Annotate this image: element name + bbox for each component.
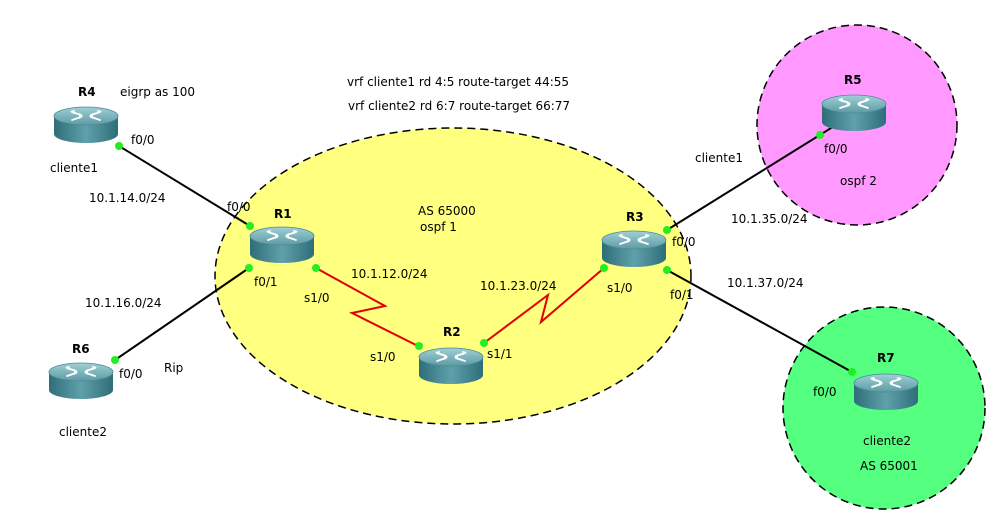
- port-dot: [816, 131, 824, 139]
- r4-interface-label: f0/0: [131, 133, 155, 147]
- r6-interface-label: f0/0: [119, 367, 143, 381]
- port-dot: [848, 368, 856, 376]
- r4-client-label: cliente1: [50, 161, 98, 175]
- router-icon-r7[interactable]: [853, 373, 919, 411]
- r1-f01-label: f0/1: [254, 275, 278, 289]
- link-r6-r1: [114, 267, 250, 361]
- core-as-65000-area: [214, 127, 692, 425]
- port-dot: [663, 226, 671, 234]
- r1-s10-label: s1/0: [304, 291, 330, 305]
- router-icon-r2[interactable]: [418, 347, 484, 385]
- vrf-cliente1-text: vrf cliente1 rd 4:5 route-target 44:55: [347, 75, 569, 89]
- r6-protocol-label: Rip: [164, 361, 183, 375]
- core-as-label: AS 65000: [418, 204, 476, 218]
- router-icon-r5[interactable]: [821, 94, 887, 132]
- router-name-r7: R7: [877, 351, 895, 365]
- r7-client-label: cliente2: [863, 434, 911, 448]
- subnet-r1-r6-label: 10.1.16.0/24: [85, 296, 162, 310]
- router-icon-r6[interactable]: [48, 362, 114, 400]
- port-dot: [111, 356, 119, 364]
- r3-f00-label: f0/0: [672, 235, 696, 249]
- router-name-r1: R1: [274, 207, 292, 221]
- port-dot: [663, 266, 671, 274]
- port-dot: [312, 264, 320, 272]
- router-name-r6: R6: [72, 342, 90, 356]
- link-r4-r1: [118, 145, 251, 227]
- r7-interface-label: f0/0: [813, 385, 837, 399]
- router-icon-r1[interactable]: [249, 226, 315, 264]
- subnet-r2-r3-label: 10.1.23.0/24: [480, 279, 557, 293]
- router-name-r4: R4: [78, 85, 96, 99]
- serial-link-r2-r3: [483, 267, 605, 344]
- r2-s11-label: s1/1: [487, 347, 513, 361]
- subnet-r1-r2-label: 10.1.12.0/24: [351, 267, 428, 281]
- router-icon-r3[interactable]: [601, 230, 667, 268]
- core-igp-label: ospf 1: [420, 220, 457, 234]
- r5-protocol-label: ospf 2: [840, 174, 877, 188]
- serial-link-r1-r2: [315, 267, 419, 347]
- r6-client-label: cliente2: [59, 425, 107, 439]
- r7-as-label: AS 65001: [860, 459, 918, 473]
- port-dot: [480, 339, 488, 347]
- r3-f01-label: f0/1: [670, 288, 694, 302]
- port-dot: [415, 342, 423, 350]
- r4-protocol-label: eigrp as 100: [120, 85, 195, 99]
- r2-s10-label: s1/0: [370, 350, 396, 364]
- r3-s10-label: s1/0: [607, 281, 633, 295]
- port-dot: [245, 264, 253, 272]
- router-icon-r4[interactable]: [53, 106, 119, 144]
- router-name-r5: R5: [844, 73, 862, 87]
- port-dot: [246, 222, 254, 230]
- link-r3-r7: [666, 269, 853, 373]
- router-name-r3: R3: [626, 210, 644, 224]
- port-dot: [600, 264, 608, 272]
- r5-link-client-label: cliente1: [695, 151, 743, 165]
- subnet-r3-r5-label: 10.1.35.0/24: [731, 212, 808, 226]
- router-name-r2: R2: [443, 325, 461, 339]
- r1-f00-label: f0/0: [227, 200, 251, 214]
- vrf-cliente2-text: vrf cliente2 rd 6:7 route-target 66:77: [348, 99, 570, 113]
- port-dot: [115, 142, 123, 150]
- subnet-r1-r4-label: 10.1.14.0/24: [89, 191, 166, 205]
- subnet-r3-r7-label: 10.1.37.0/24: [727, 276, 804, 290]
- r5-interface-label: f0/0: [824, 142, 848, 156]
